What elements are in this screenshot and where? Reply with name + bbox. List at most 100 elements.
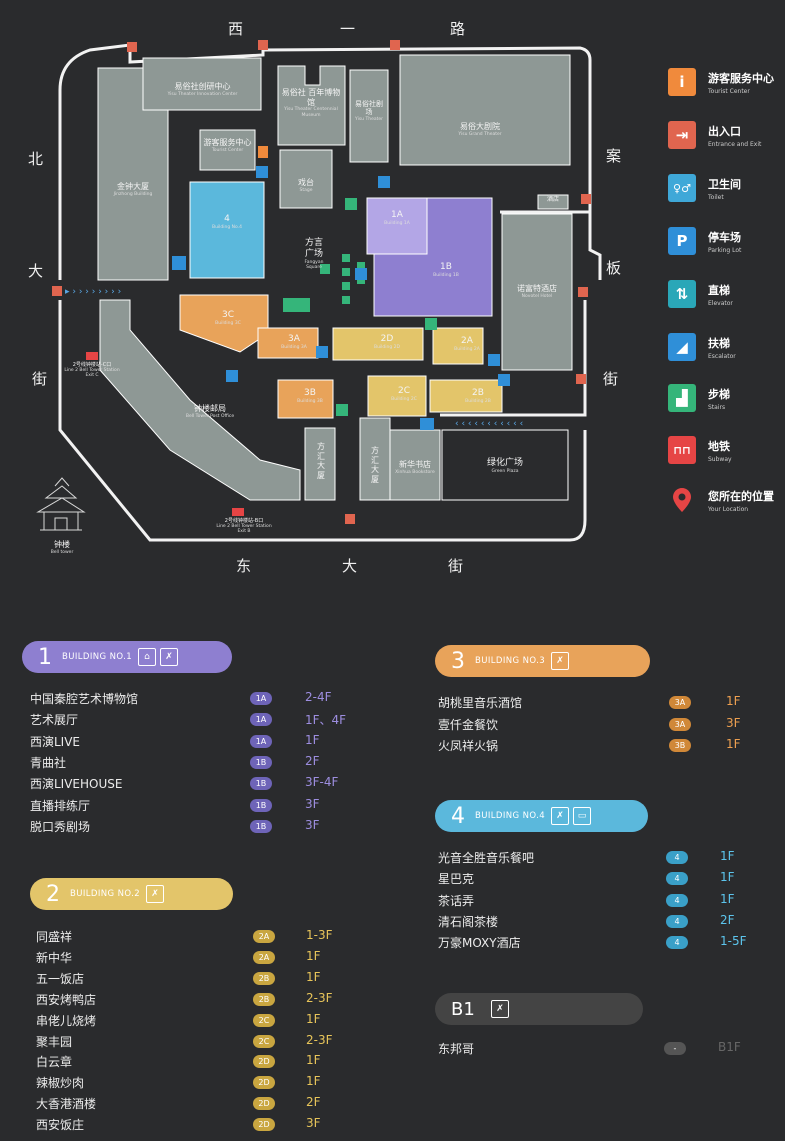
museum-building bbox=[277, 65, 346, 146]
floor-label: 1F bbox=[726, 737, 741, 751]
north-boundary bbox=[58, 43, 602, 280]
fanghui-2-label: 方汇大厦 bbox=[371, 446, 379, 484]
fanghui-building-1 bbox=[304, 427, 336, 501]
directory-entry-name: 火凤祥火锅 bbox=[438, 739, 499, 753]
street-south-2: 大 bbox=[342, 557, 358, 575]
grand-theater bbox=[399, 54, 571, 166]
stairs-icon: ▟ bbox=[668, 384, 696, 412]
escalator-icon: ◢ bbox=[668, 333, 696, 361]
street-west-2: 大 bbox=[28, 262, 44, 280]
building-2d bbox=[332, 327, 424, 361]
directory-entry-name: 五一饭店 bbox=[36, 972, 85, 986]
restaurant-icon: ✗ bbox=[146, 885, 165, 903]
elevator-icon: ⇅ bbox=[668, 280, 696, 308]
restaurant-icon: ✗ bbox=[551, 807, 570, 825]
floor-label: 1F bbox=[306, 1012, 321, 1026]
info-icon: i bbox=[668, 68, 696, 96]
street-north-1: 西 bbox=[228, 20, 244, 38]
floor-label: 1-3F bbox=[306, 928, 333, 942]
building-badge: 2D bbox=[253, 1118, 275, 1131]
location-pin-icon bbox=[668, 486, 696, 514]
building-badge: 2D bbox=[253, 1076, 275, 1089]
building-badge: 1B bbox=[250, 756, 272, 769]
stage bbox=[279, 149, 333, 209]
directory-entry-name: 西演LIVEHOUSE bbox=[30, 777, 123, 791]
floor-label: 1F bbox=[306, 949, 321, 963]
museum-icon: ⌂ bbox=[138, 648, 157, 666]
directory-entry-name: 西安饭庄 bbox=[36, 1118, 85, 1132]
building-1-header: 1 BUILDING NO.1 ⌂ ✗ bbox=[22, 641, 232, 673]
directory-entry-name: 东邦哥 bbox=[438, 1042, 475, 1056]
building-badge: 2C bbox=[253, 1035, 275, 1048]
street-east-3: 街 bbox=[603, 370, 619, 388]
directory-entry-name: 万豪MOXY酒店 bbox=[438, 936, 521, 950]
fanghui-1-label: 方汇大厦 bbox=[317, 442, 325, 480]
building-badge: 4 bbox=[666, 851, 688, 864]
svg-text:▸ › › › › › › › ›: ▸ › › › › › › › › bbox=[65, 287, 121, 297]
building-2-header: 2 BUILDING NO.2 ✗ bbox=[30, 878, 233, 910]
building-badge: 4 bbox=[666, 915, 688, 928]
building-4 bbox=[189, 181, 265, 279]
building-2a bbox=[432, 327, 484, 365]
building-badge: 1A bbox=[250, 735, 272, 748]
directory-entry-name: 聚丰园 bbox=[36, 1035, 73, 1049]
building-badge: 1B bbox=[250, 820, 272, 833]
building-badge: 2D bbox=[253, 1055, 275, 1068]
bell-tower-drawing bbox=[36, 477, 86, 531]
directory-entry-name: 中国秦腔艺术博物馆 bbox=[30, 692, 139, 706]
building-badge: 4 bbox=[666, 894, 688, 907]
building-4-header: 4 BUILDING NO.4 ✗ ▭ bbox=[435, 800, 648, 832]
building-badge: 1A bbox=[250, 692, 272, 705]
directory-entry-name: 胡桃里音乐酒馆 bbox=[438, 696, 523, 710]
building-badge: 2A bbox=[253, 930, 275, 943]
site-map: ▸ › › › › › › › › ‹ ‹ ‹ ‹ ‹ ‹ ‹ ‹ ‹ ‹ ‹ bbox=[36, 40, 602, 542]
directory-entry-name: 辣椒炒肉 bbox=[36, 1076, 85, 1090]
directory-entry-name: 青曲社 bbox=[30, 756, 67, 770]
street-south-1: 东 bbox=[236, 557, 252, 575]
directory-entry-name: 星巴克 bbox=[438, 872, 475, 886]
street-north-2: 一 bbox=[340, 20, 356, 38]
subway-icon: ⊓⊓ bbox=[668, 436, 696, 464]
directory-entry-name: 白云章 bbox=[36, 1055, 73, 1069]
building-3-header: 3 BUILDING NO.3 ✗ bbox=[435, 645, 650, 677]
floor-label: 1F bbox=[306, 1053, 321, 1067]
floor-label: 2-4F bbox=[305, 690, 332, 704]
building-badge: 3A bbox=[669, 718, 691, 731]
building-badge: 3A bbox=[669, 696, 691, 709]
tourist-center-building bbox=[199, 129, 256, 171]
floor-label: 2F bbox=[305, 754, 320, 768]
parking-icon: P bbox=[668, 227, 696, 255]
bed-icon: ▭ bbox=[573, 807, 592, 825]
directory-entry-name: 直播排练厅 bbox=[30, 799, 91, 813]
floor-label: 1F bbox=[726, 694, 741, 708]
directory-entry-name: 光音全胜音乐餐吧 bbox=[438, 851, 535, 865]
directory-entry-name: 清石阁茶楼 bbox=[438, 915, 499, 929]
floor-label: 3F bbox=[306, 1116, 321, 1130]
building-badge: 4 bbox=[666, 936, 688, 949]
green-plaza bbox=[441, 429, 569, 501]
floor-label: 2F bbox=[720, 913, 735, 927]
floor-label: 3F bbox=[305, 797, 320, 811]
building-badge: 1A bbox=[250, 713, 272, 726]
building-badge: 2A bbox=[253, 951, 275, 964]
floor-label: 3F-4F bbox=[305, 775, 339, 789]
toilet-icon: ♀♂ bbox=[668, 174, 696, 202]
floor-label: 2-3F bbox=[306, 1033, 333, 1047]
novotel-hotel bbox=[501, 213, 573, 371]
